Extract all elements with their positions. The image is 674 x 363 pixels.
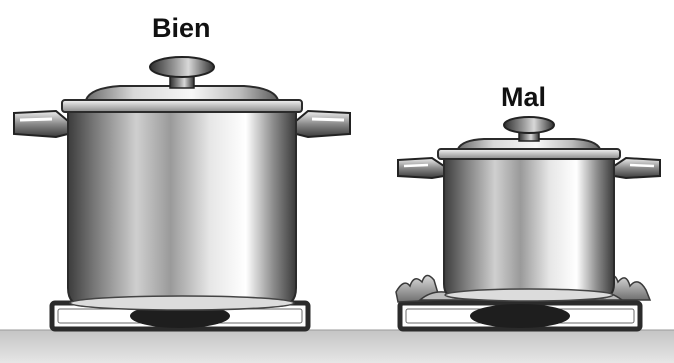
bad-label: Mal bbox=[501, 82, 547, 112]
bad-pot-lid bbox=[456, 138, 602, 150]
good-pot-left-handle bbox=[13, 109, 69, 139]
good-pot-lid bbox=[84, 85, 280, 101]
bad-burner bbox=[470, 304, 570, 328]
bad-lid-knob bbox=[503, 116, 555, 142]
good-label: Bien bbox=[152, 13, 211, 43]
good-pot-group bbox=[13, 56, 351, 332]
good-pot-body bbox=[67, 107, 297, 307]
bad-pot-group bbox=[395, 116, 661, 332]
bad-pot-rim bbox=[437, 148, 621, 160]
countertop bbox=[0, 330, 674, 363]
good-lid-knob bbox=[149, 56, 215, 89]
bad-pot-body bbox=[443, 155, 615, 299]
good-pot-rim bbox=[61, 99, 303, 113]
bad-pot-right-handle bbox=[613, 156, 661, 180]
bad-pot-left-handle bbox=[397, 156, 445, 180]
good-pot-right-handle bbox=[295, 109, 351, 139]
